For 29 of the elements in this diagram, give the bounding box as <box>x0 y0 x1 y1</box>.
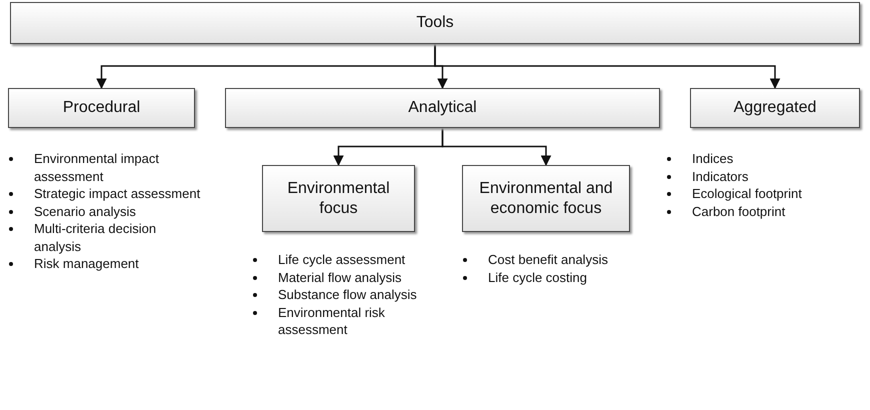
category-box <box>10 2 860 44</box>
category-box <box>690 88 860 128</box>
list-item: Risk management <box>34 255 140 272</box>
list-item: Environmental impact assessment <box>34 150 160 185</box>
list-item: Carbon footprint <box>692 202 786 220</box>
category-box <box>8 88 195 128</box>
category-box <box>262 165 415 232</box>
box-title: Environmental and economic focus <box>478 178 614 218</box>
category-box <box>225 88 660 128</box>
list-item: Life cycle costing <box>488 268 588 286</box>
list-item: Life cycle assessment <box>278 251 406 268</box>
box-title: Analytical <box>408 98 477 118</box>
list-item: Scenario analysis <box>34 202 137 220</box>
list-item: Multi-criteria decision analysis <box>34 220 158 255</box>
box-title: Aggregated <box>734 98 816 118</box>
list-item: Strategic impact assessment <box>34 185 202 202</box>
box-title: Tools <box>416 13 454 33</box>
list-item: Environmental risk assessment <box>278 304 386 338</box>
list-item: Material flow analysis <box>278 268 403 286</box>
box-title: Procedural <box>62 98 140 118</box>
list-item: Ecological footprint <box>692 185 803 202</box>
arrow <box>442 128 552 166</box>
list-item: Indicators <box>692 168 750 185</box>
list-item: Substance flow analysis <box>278 286 418 304</box>
list-item: Indices <box>692 150 734 168</box>
box-title: Environmental focus <box>286 178 391 218</box>
arrow <box>434 44 780 90</box>
list-item: Cost benefit analysis <box>488 251 609 268</box>
category-box <box>462 165 630 232</box>
